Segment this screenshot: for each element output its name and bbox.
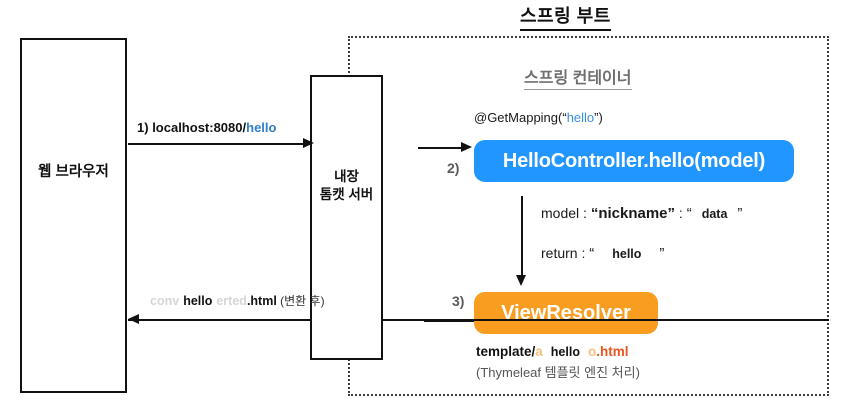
model-annotation: model : “nickname” : “ data ” bbox=[541, 205, 742, 222]
tomcat-label-line1: 내장 bbox=[334, 169, 359, 184]
resolver-to-tomcat-stub bbox=[424, 320, 474, 322]
dispatch-arrow-head bbox=[461, 142, 472, 152]
request-url-text: localhost:8080/ bbox=[152, 120, 247, 135]
request-url-path: hello bbox=[246, 120, 277, 135]
response-fade-prefix: conv bbox=[150, 294, 180, 308]
response-arrow-head bbox=[128, 314, 139, 324]
response-arrow-line bbox=[128, 319, 310, 321]
get-mapping-value: hello bbox=[566, 110, 595, 125]
model-key: “nickname” bbox=[590, 205, 676, 222]
return-value: hello bbox=[612, 247, 642, 261]
hello-controller-node[interactable]: HelloController.hello(model) bbox=[474, 140, 794, 182]
response-extension: .html bbox=[246, 294, 277, 308]
template-path-prefix: template/ bbox=[476, 344, 536, 359]
model-open-quote: “ bbox=[686, 205, 692, 222]
request-label: 1) localhost:8080/hello bbox=[137, 120, 276, 135]
get-mapping-prefix: @GetMapping(“ bbox=[474, 110, 567, 125]
response-arrow-long-line bbox=[383, 319, 829, 321]
response-suffix: (변환 후) bbox=[276, 294, 325, 308]
model-close-quote: ” bbox=[737, 205, 743, 222]
response-fade-mid: erted bbox=[216, 294, 247, 308]
template-path-value: hello bbox=[550, 345, 580, 359]
template-path-fade-left: a bbox=[535, 344, 543, 359]
return-close-quote: ” bbox=[659, 245, 665, 262]
tomcat-label-line2: 톰캣 서버 bbox=[319, 187, 374, 202]
view-resolver-node[interactable]: ViewResolver bbox=[474, 292, 658, 334]
step-2-number: 2) bbox=[447, 160, 460, 176]
model-prefix: model : bbox=[541, 205, 591, 221]
model-separator: : bbox=[675, 205, 687, 221]
return-annotation: return : “ hello ” bbox=[541, 245, 664, 262]
hello-controller-label: HelloController.hello(model) bbox=[502, 149, 766, 172]
response-value: hello bbox=[183, 294, 213, 308]
request-step-number: 1) bbox=[137, 120, 149, 135]
view-resolver-label: ViewResolver bbox=[501, 301, 631, 324]
request-arrow-head bbox=[303, 138, 314, 148]
model-value: data bbox=[701, 207, 728, 221]
embedded-tomcat-box bbox=[310, 75, 383, 360]
spring-container-title: 스프링 컨테이너 bbox=[524, 64, 632, 90]
template-path-extension: .html bbox=[596, 344, 629, 359]
step-3-number: 3) bbox=[452, 293, 465, 309]
web-browser-box bbox=[20, 38, 127, 393]
get-mapping-suffix: ”) bbox=[594, 110, 603, 125]
web-browser-label: 웹 브라우저 bbox=[38, 164, 109, 180]
thymeleaf-note: (Thymeleaf 템플릿 엔진 처리) bbox=[476, 365, 640, 380]
controller-to-resolver-line bbox=[521, 196, 523, 280]
return-open-quote: “ bbox=[589, 245, 595, 262]
template-path-fade-right: o bbox=[587, 344, 597, 359]
dispatch-arrow-line bbox=[418, 147, 464, 149]
controller-to-resolver-head bbox=[516, 275, 526, 286]
get-mapping-annotation: @GetMapping(“hello”) bbox=[474, 110, 603, 125]
request-arrow-line bbox=[128, 143, 306, 145]
return-prefix: return : bbox=[541, 245, 590, 261]
embedded-tomcat-label: 내장 톰캣 서버 bbox=[310, 168, 383, 204]
spring-boot-title: 스프링 부트 bbox=[520, 2, 611, 31]
